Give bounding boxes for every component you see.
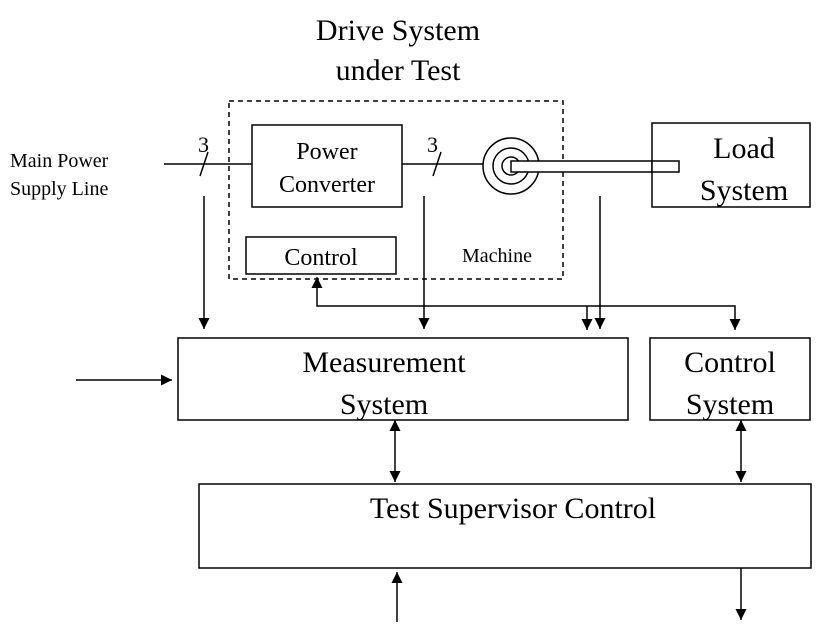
output-phase-slash <box>432 151 442 177</box>
load-system-block <box>651 122 811 208</box>
control-system-label-line1: Control <box>684 346 776 379</box>
control-block <box>245 236 397 275</box>
load-system-label-line2: System <box>700 174 788 207</box>
supply-label-line1: Main Power <box>10 150 109 172</box>
supply-label-line2: Supply Line <box>10 178 108 200</box>
test-supervisor-label: Test Supervisor Control <box>370 492 656 525</box>
measurement-system-label-line2: System <box>340 388 428 421</box>
power-converter-label-line1: Power <box>296 139 357 165</box>
control-label: Control <box>284 245 358 271</box>
shaft-end <box>651 160 680 173</box>
measurement-system-block <box>177 337 629 421</box>
diagram-title-line2: under Test <box>336 54 461 87</box>
supply-phase-slash <box>199 151 209 177</box>
test-supervisor-block <box>198 483 812 569</box>
diagram-title-line1: Drive System <box>316 14 480 47</box>
supply-phase-count: 3 <box>198 132 209 157</box>
power-converter-block <box>251 124 403 208</box>
control-system-label-line2: System <box>686 388 774 421</box>
machine-label: Machine <box>462 245 532 267</box>
measurement-system-label-line1: Measurement <box>302 346 466 379</box>
control-feedback-line <box>311 277 741 330</box>
control-system-block <box>649 337 811 421</box>
load-system-label-line1: Load <box>713 132 775 165</box>
output-phase-count: 3 <box>427 132 438 157</box>
power-converter-label-line2: Converter <box>279 172 375 198</box>
